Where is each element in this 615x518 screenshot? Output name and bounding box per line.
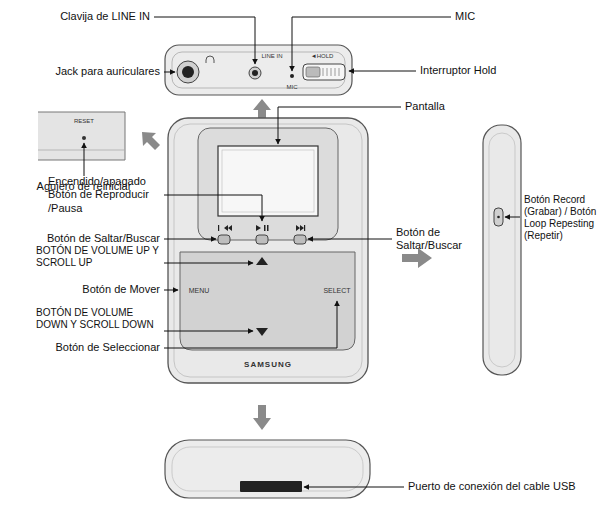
view-arrow (142, 99, 432, 430)
device-marking: MIC (287, 84, 298, 91)
device-marking: LINE IN (261, 53, 282, 60)
device-marking: RESET (74, 118, 94, 125)
reset-view (38, 112, 125, 160)
callout-label: BOTÓN DE VOLUME UP Y SCROLL UP (36, 245, 160, 269)
device-marking: ◄HOLD (311, 53, 334, 60)
brand-logo: SAMSUNG (244, 360, 292, 370)
callout-label: Botón de Saltar/Buscar (47, 232, 160, 245)
callout-label: MIC (455, 10, 475, 23)
callout-label: Jack para auriculares (55, 65, 160, 78)
front-view (168, 118, 368, 383)
callout-label: Pantalla (405, 100, 445, 113)
bottom-view (165, 440, 370, 498)
callout-label: Botón de Mover (82, 283, 160, 296)
callout-label: Clavija de LINE IN (60, 10, 150, 23)
top-view (165, 45, 352, 95)
side-view (483, 125, 521, 375)
callout-label: Encendido/apagado Botón de Reproducir /P… (48, 175, 160, 215)
callout-label: Interruptor Hold (420, 64, 496, 77)
device-marking: SELECT (323, 287, 350, 295)
callout-label: Botón de Seleccionar (55, 341, 160, 354)
callout-label: Botón de Saltar/Buscar (396, 226, 468, 252)
callout-label: Botón Record (Grabar) / Botón Loop Repes… (524, 194, 610, 242)
callout-label: Puerto de conexión del cable USB (408, 480, 576, 493)
device-marking: MENU (189, 287, 210, 295)
callout-label: BOTÓN DE VOLUME DOWN Y SCROLL DOWN (36, 307, 160, 331)
